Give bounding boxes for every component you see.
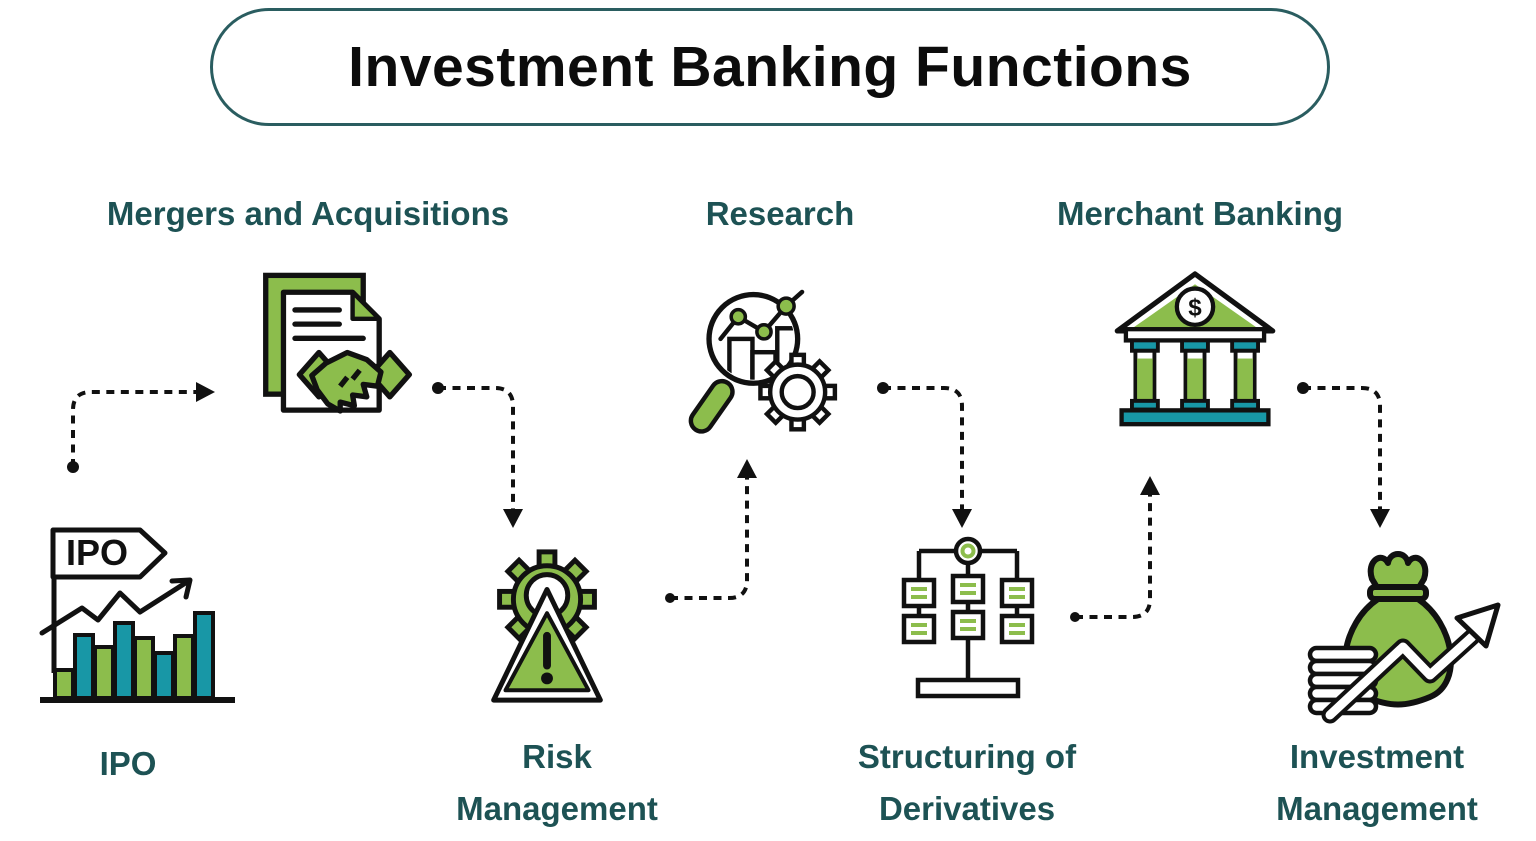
connector-mergers-to-risk xyxy=(438,386,515,509)
connector-start-dot xyxy=(432,382,444,394)
arrowhead-up-icon xyxy=(1140,476,1160,495)
connector-risk-to-research xyxy=(670,478,749,600)
dollar-sign-icon: $ xyxy=(1188,294,1202,321)
money-bag-growth-arrow-icon xyxy=(1307,545,1503,724)
connector-start-dot xyxy=(1297,382,1309,394)
label-structuring-of-derivatives: Structuring of Derivatives xyxy=(857,738,1077,828)
documents-handshake-icon xyxy=(248,255,443,450)
magnifier-chart-gear-icon xyxy=(678,268,873,463)
arrowhead-right-icon xyxy=(196,382,215,402)
gear-warning-triangle-icon xyxy=(485,542,610,710)
connector-start-dot xyxy=(67,461,79,473)
page-title: Investment Banking Functions xyxy=(348,35,1192,99)
bank-building-icon: $ xyxy=(1100,255,1290,450)
label-investment-management: Investment Management xyxy=(1276,738,1478,828)
connector-research-to-derivatives xyxy=(883,386,964,509)
label-risk-management: Risk Management xyxy=(456,738,658,828)
connector-ipo-to-mergers xyxy=(71,390,196,467)
ipo-bar-chart-icon: IPO xyxy=(35,515,245,720)
arrowhead-down-icon xyxy=(1370,509,1390,528)
connector-start-dot xyxy=(1070,612,1080,622)
arrowhead-up-icon xyxy=(737,459,757,478)
arrowhead-down-icon xyxy=(952,509,972,528)
arrowhead-down-icon xyxy=(503,509,523,528)
label-research: Research xyxy=(705,195,855,232)
hierarchy-tree-icon xyxy=(900,536,1040,703)
connector-merchant-to-investment xyxy=(1303,386,1382,509)
label-merchant-banking: Merchant Banking xyxy=(1056,195,1344,232)
label-mergers-and-acquisitions: Mergers and Acquisitions xyxy=(106,195,510,232)
connector-start-dot xyxy=(665,593,675,603)
title-box: Investment Banking Functions xyxy=(210,8,1330,126)
ipo-flag-text: IPO xyxy=(66,532,128,573)
connector-start-dot xyxy=(877,382,889,394)
connector-derivatives-to-merchant xyxy=(1075,495,1152,619)
label-ipo: IPO xyxy=(99,745,157,782)
